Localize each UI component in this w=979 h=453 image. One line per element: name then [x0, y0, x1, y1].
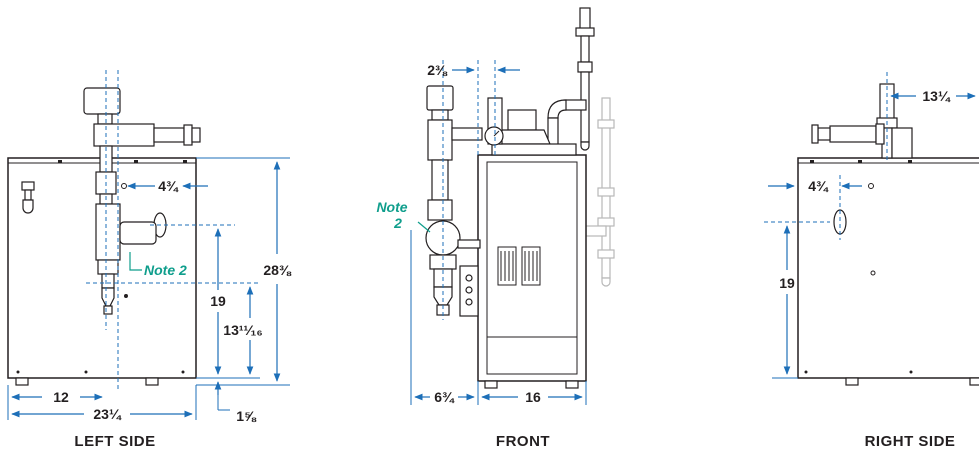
left-dim-inlet-height: 13¹¹⁄₁₆	[223, 322, 262, 338]
front-caption: FRONT	[496, 433, 550, 450]
left-dim-overall-depth: 23¼	[93, 406, 122, 422]
front-note-label-2: 2	[393, 215, 402, 231]
right-dim-top-offset: 13¼	[922, 88, 951, 104]
front-view: Note 2 2⅜ 6¾ 16 FRONT	[376, 7, 615, 450]
left-dim-base-height: 1⅝	[236, 408, 257, 424]
front-note-label-1: Note	[376, 199, 407, 215]
right-caption: RIGHT SIDE	[865, 433, 956, 450]
ghost-vent-icon	[585, 97, 615, 287]
front-louver-icon	[497, 246, 541, 286]
right-side-view: 13¼ 4¾ 19 RIGHT SIDE	[764, 72, 979, 450]
vent-pipe-icon	[547, 7, 595, 159]
right-dim-side-offset: 4¾	[808, 178, 829, 194]
left-dim-center-offset: 12	[53, 389, 69, 405]
left-foot-rear	[145, 377, 159, 386]
front-dim-width: 16	[525, 389, 541, 405]
right-dim-port-height: 19	[779, 275, 795, 291]
left-dim-port-height: 19	[210, 293, 226, 309]
left-dim-overall-height: 28⅜	[263, 262, 292, 278]
front-piping-icon	[425, 85, 483, 317]
left-piping-icon	[83, 87, 201, 315]
left-note-label: Note 2	[144, 262, 187, 278]
left-foot-front	[15, 377, 29, 386]
left-dim-valve-offset: 4¾	[158, 178, 179, 194]
front-dim-side-offset: 6¾	[434, 389, 455, 405]
relief-valve-icon	[21, 181, 35, 214]
left-side-view: Note 2 4¾ 28⅜ 19 13¹¹⁄₁₆ 12	[7, 70, 292, 450]
right-piping-icon	[811, 83, 913, 159]
front-dim-top-offset: 2⅜	[427, 62, 448, 78]
left-caption: LEFT SIDE	[74, 433, 155, 450]
